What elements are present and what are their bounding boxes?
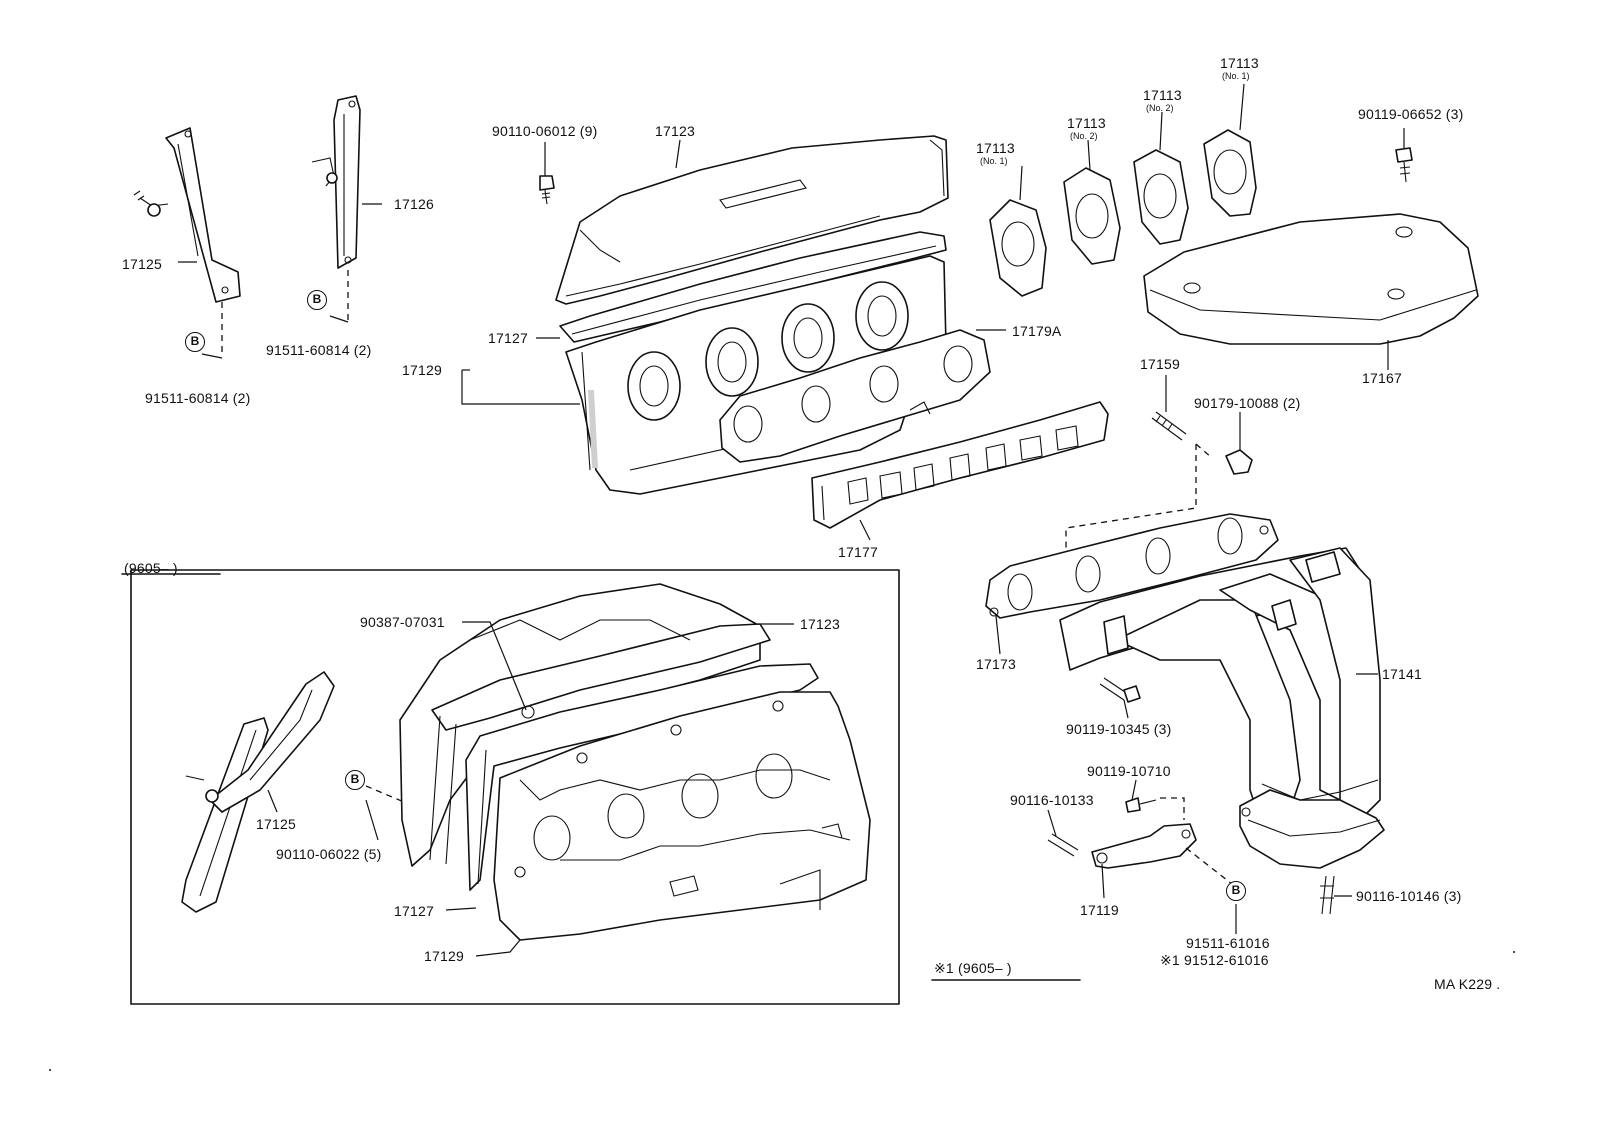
bolt-90110-06012 <box>539 175 555 205</box>
leader-dashed <box>1160 797 1185 820</box>
part-label-17126: 17126 <box>394 196 434 212</box>
ref-mark-b: B <box>185 332 205 352</box>
part-label-17119: 17119 <box>1080 902 1119 918</box>
leader-lines <box>178 83 1405 957</box>
speck <box>49 1069 51 1071</box>
part-label-91511-60814-right: 91511-60814 (2) <box>266 342 372 358</box>
leader-dashed <box>1185 847 1233 885</box>
note-9605: ※1 (9605– ) <box>934 960 1012 976</box>
part-label-90119-10345: 90119-10345 (3) <box>1066 721 1172 737</box>
part-label-17113-c: 17113 <box>1143 87 1182 103</box>
part-label-91511-60814-left: 91511-60814 (2) <box>145 390 251 406</box>
sublabel-no2-c: (No. 2) <box>1146 103 1174 113</box>
sublabel-no1-d: (No. 1) <box>1222 71 1250 81</box>
gasket-17173 <box>985 513 1279 619</box>
part-label-17123-top: 17123 <box>655 123 695 139</box>
part-label-17129-inset: 17129 <box>424 948 464 964</box>
heat-insulator-17167 <box>1143 213 1479 345</box>
part-label-90110-06022: 90110-06022 (5) <box>276 846 382 862</box>
part-label-17141: 17141 <box>1382 666 1422 682</box>
stay-17119 <box>1091 823 1197 869</box>
part-label-17127-top: 17127 <box>488 330 528 346</box>
part-label-17113-b: 17113 <box>1067 115 1106 131</box>
speck <box>1513 951 1515 953</box>
part-label-17113-d: 17113 <box>1220 55 1259 71</box>
ref-mark-b: B <box>1226 881 1246 901</box>
insulator-17129-inset <box>493 691 871 941</box>
ref-mark-b: B <box>345 770 365 790</box>
bracket-17125-inset <box>181 671 335 913</box>
stud-90116-10146 <box>1320 875 1335 915</box>
stud-90116-10133 <box>1047 833 1079 857</box>
bracket-17125-upper <box>133 127 241 303</box>
part-label-17159: 17159 <box>1140 356 1180 372</box>
bolt-90119-06652 <box>1395 147 1413 183</box>
part-label-17177: 17177 <box>838 544 878 560</box>
bracket-17126-upper <box>311 95 361 269</box>
gasket-17127-top <box>559 231 947 343</box>
part-label-90119-10710: 90119-10710 <box>1087 763 1171 779</box>
diagram-code: MA K229 . <box>1434 976 1501 992</box>
exhaust-manifold-17141 <box>1059 547 1385 869</box>
inset-header: (9605– ) <box>124 560 178 576</box>
part-label-17113-a: 17113 <box>976 140 1015 156</box>
nut-90179-10088 <box>1225 449 1253 475</box>
bolt-90119-10345 <box>1099 677 1141 703</box>
part-label-17129-top: 17129 <box>402 362 442 378</box>
stud-17159 <box>1151 411 1187 441</box>
gasket-17177 <box>811 401 1109 529</box>
part-label-17125-inset: 17125 <box>256 816 296 832</box>
part-label-90110-06012: 90110-06012 (9) <box>492 123 598 139</box>
leader-dashed <box>1195 443 1213 459</box>
heat-insulator-17123-top <box>555 135 949 305</box>
part-label-91512-61016: ※1 91512-61016 <box>1160 952 1269 968</box>
part-label-90387-07031: 90387-07031 <box>360 614 445 630</box>
part-label-17125-top: 17125 <box>122 256 162 272</box>
bolt-90119-10710 <box>1125 797 1157 813</box>
part-label-90119-06652: 90119-06652 (3) <box>1358 106 1464 122</box>
inset-frame <box>130 569 900 1005</box>
sublabel-no2-b: (No. 2) <box>1070 131 1098 141</box>
part-label-17127-inset: 17127 <box>394 903 434 919</box>
part-label-90116-10146: 90116-10146 (3) <box>1356 888 1462 904</box>
part-label-17179a: 17179A <box>1012 323 1062 339</box>
gasket-17179A <box>719 329 991 463</box>
part-label-90116-10133: 90116-10133 <box>1010 792 1094 808</box>
sublabel-no1-a: (No. 1) <box>980 156 1008 166</box>
part-label-91511-61016: 91511-61016 <box>1186 935 1270 951</box>
part-label-90179-10088: 90179-10088 (2) <box>1194 395 1301 411</box>
ref-mark-b: B <box>307 290 327 310</box>
part-label-17173: 17173 <box>976 656 1016 672</box>
heat-insulator-17123-inset <box>399 583 771 867</box>
part-label-17123-inset: 17123 <box>800 616 840 632</box>
gaskets-17113 <box>989 129 1257 297</box>
leader-dashed <box>365 785 405 803</box>
part-label-17167: 17167 <box>1362 370 1402 386</box>
